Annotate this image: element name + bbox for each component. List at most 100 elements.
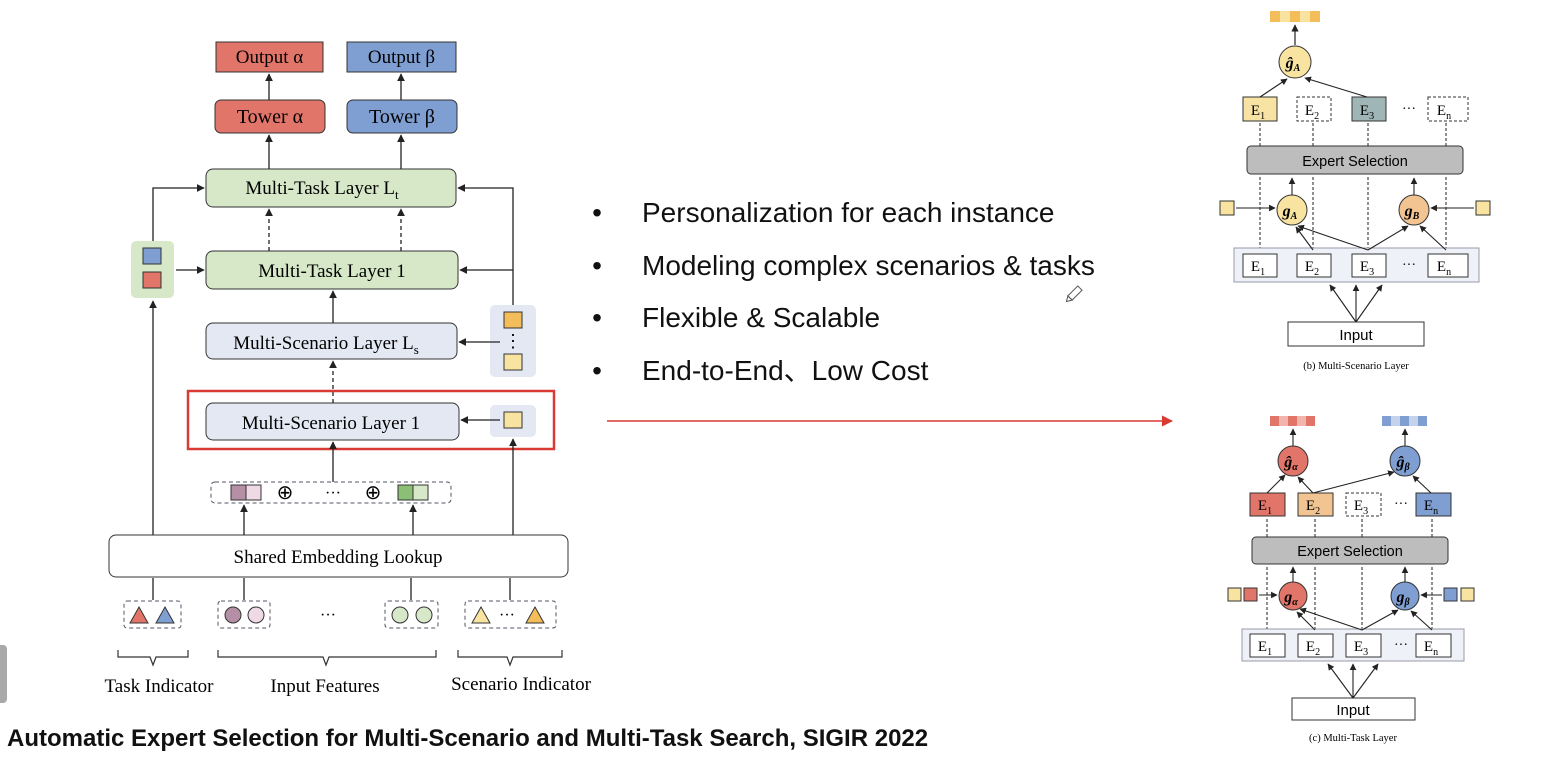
panel-b-scenario-square-b <box>1475 200 1491 216</box>
panel-c-expert-bottom-2 <box>1297 633 1334 658</box>
panel-b-input-box <box>1287 321 1425 347</box>
svg-text:E1: E1 <box>1258 498 1272 517</box>
input-feature-group-1 <box>217 600 271 629</box>
brace-scenario <box>457 650 563 667</box>
panel-b-dots-bottom: ··· <box>1402 258 1416 273</box>
scenario-triangle-1 <box>471 605 491 624</box>
concat-purple-square-2 <box>245 484 262 501</box>
scenario-square-orange <box>503 311 523 329</box>
panel-c-caption: (c) Multi-Task Layer <box>1309 733 1397 744</box>
multi-task-layer-lt-label: Multi-Task Layer Lt <box>245 178 399 202</box>
panel-b-caption: (b) Multi-Scenario Layer <box>1303 361 1409 372</box>
concat-oplus-2: ⊕ <box>365 482 382 504</box>
panel-b-expert-selection <box>1246 145 1464 175</box>
bullet-dot: • <box>592 249 602 281</box>
bullet-text: Modeling complex scenarios & tasks <box>642 249 1095 281</box>
panel-b-expert-top-2 <box>1296 96 1332 122</box>
panel-c-expert-bottom-n <box>1415 633 1452 658</box>
highlight-box <box>186 389 556 451</box>
tower-alpha-box <box>214 99 326 134</box>
output-beta-label: Output β <box>368 47 435 68</box>
panel-b-dots-top: ··· <box>1402 102 1416 117</box>
bullet-text: End-to-End、Low Cost <box>642 354 929 386</box>
task-triangle-blue <box>155 605 175 624</box>
scenario-indicator-group-upper <box>490 305 536 377</box>
svg-text:Expert Selection: Expert Selection <box>1297 544 1403 560</box>
concat-oplus-1: ⊕ <box>277 482 294 504</box>
feature-circle-green-2 <box>415 606 433 624</box>
brace-task <box>117 650 189 667</box>
panel-b-expert-bottom-2 <box>1296 253 1332 278</box>
svg-text:gβ: gβ <box>1395 589 1410 608</box>
panel-b-expert-bottom-1 <box>1242 253 1278 278</box>
panel-c-expert-bottom-1 <box>1249 633 1286 658</box>
svg-text:En: En <box>1424 639 1438 658</box>
svg-text:E1: E1 <box>1251 103 1265 122</box>
svg-text:gα: gα <box>1283 589 1298 608</box>
brace-features <box>217 650 437 667</box>
panel-c-dots-top: ··· <box>1394 497 1408 512</box>
svg-text:ĝβ: ĝβ <box>1395 454 1410 473</box>
svg-text:Input: Input <box>1339 327 1373 344</box>
panel-c-expert-top-n <box>1415 492 1452 517</box>
output-alpha-label: Output α <box>236 47 304 68</box>
panel-c-dots-bottom: ··· <box>1394 638 1408 653</box>
panel-b-output-strip <box>1270 11 1320 22</box>
svg-text:E2: E2 <box>1306 498 1320 517</box>
task-indicator-label: Task Indicator <box>105 676 215 697</box>
task-indicator-input <box>123 600 182 629</box>
task-triangle-red <box>129 605 149 624</box>
svg-text:En: En <box>1424 498 1438 517</box>
panel-c-expert-top-3 <box>1345 492 1382 517</box>
output-beta-box <box>346 41 457 73</box>
input-features-label: Input Features <box>270 676 379 697</box>
bullet-item: • Flexible & Scalable <box>590 297 1095 350</box>
panel-c-expert-top-2 <box>1297 492 1334 517</box>
task-indicator-blue-square <box>142 247 162 265</box>
bullet-text: Personalization for each instance <box>642 197 1055 228</box>
panel-b-expert-top-n <box>1427 96 1469 122</box>
scenario-square-yellow-lower <box>503 411 523 429</box>
panel-c-expert-selection <box>1251 536 1449 565</box>
multi-task-layer-lt-box <box>205 168 457 208</box>
svg-text:Input: Input <box>1336 702 1370 719</box>
tower-alpha-label: Tower α <box>237 106 304 128</box>
bullet-dot: • <box>592 354 602 386</box>
panel-c-multi-task: ĝα ĝβ E1 E2 E3 ··· En Expert Selection g… <box>1227 416 1475 744</box>
svg-text:E3: E3 <box>1360 259 1374 278</box>
feature-bullet-list: •Personalization for each instance •Mode… <box>590 192 1095 402</box>
tower-beta-box <box>346 99 458 134</box>
panel-b-scenario-square-a <box>1219 200 1235 216</box>
bullet-text: Flexible & Scalable <box>642 302 881 333</box>
svg-text:E2: E2 <box>1305 103 1319 122</box>
feature-circle-green-1 <box>391 606 409 624</box>
output-alpha-box <box>215 41 324 73</box>
svg-text:Expert Selection: Expert Selection <box>1302 154 1408 170</box>
bullet-dot: • <box>592 302 602 333</box>
side-scroll-tab[interactable] <box>0 645 7 703</box>
footer-citation: Automatic Expert Selection for Multi-Sce… <box>7 725 929 752</box>
concat-purple-square-1 <box>230 484 247 501</box>
concat-green-square-2 <box>412 484 429 501</box>
bullet-item: • End-to-End、Low Cost <box>590 350 1095 403</box>
feature-circle-pink <box>247 606 265 624</box>
svg-text:ĝA: ĝA <box>1285 55 1301 74</box>
svg-text:E2: E2 <box>1305 259 1319 278</box>
svg-text:gA: gA <box>1282 203 1298 222</box>
scenario-indicator-input <box>464 600 557 629</box>
left-architecture-diagram: Output α Output β Tower α Tower β Multi-… <box>105 41 592 697</box>
bullet-item: •Personalization for each instance <box>590 192 1095 245</box>
svg-text:E3: E3 <box>1354 639 1368 658</box>
scenario-dots: ··· <box>499 607 515 624</box>
concat-dots: ··· <box>325 485 341 502</box>
scenario-triangle-2 <box>525 605 545 624</box>
panel-c-expert-bottom-3 <box>1345 633 1382 658</box>
multi-scenario-layer-ls-box <box>205 322 458 360</box>
concat-group <box>210 481 452 504</box>
svg-text:E1: E1 <box>1258 639 1272 658</box>
panel-c-task-square-yellow-right <box>1460 587 1475 602</box>
svg-text:E2: E2 <box>1306 639 1320 658</box>
panel-c-task-square-red <box>1243 587 1258 602</box>
panel-b-expert-bottom-3 <box>1351 253 1387 278</box>
